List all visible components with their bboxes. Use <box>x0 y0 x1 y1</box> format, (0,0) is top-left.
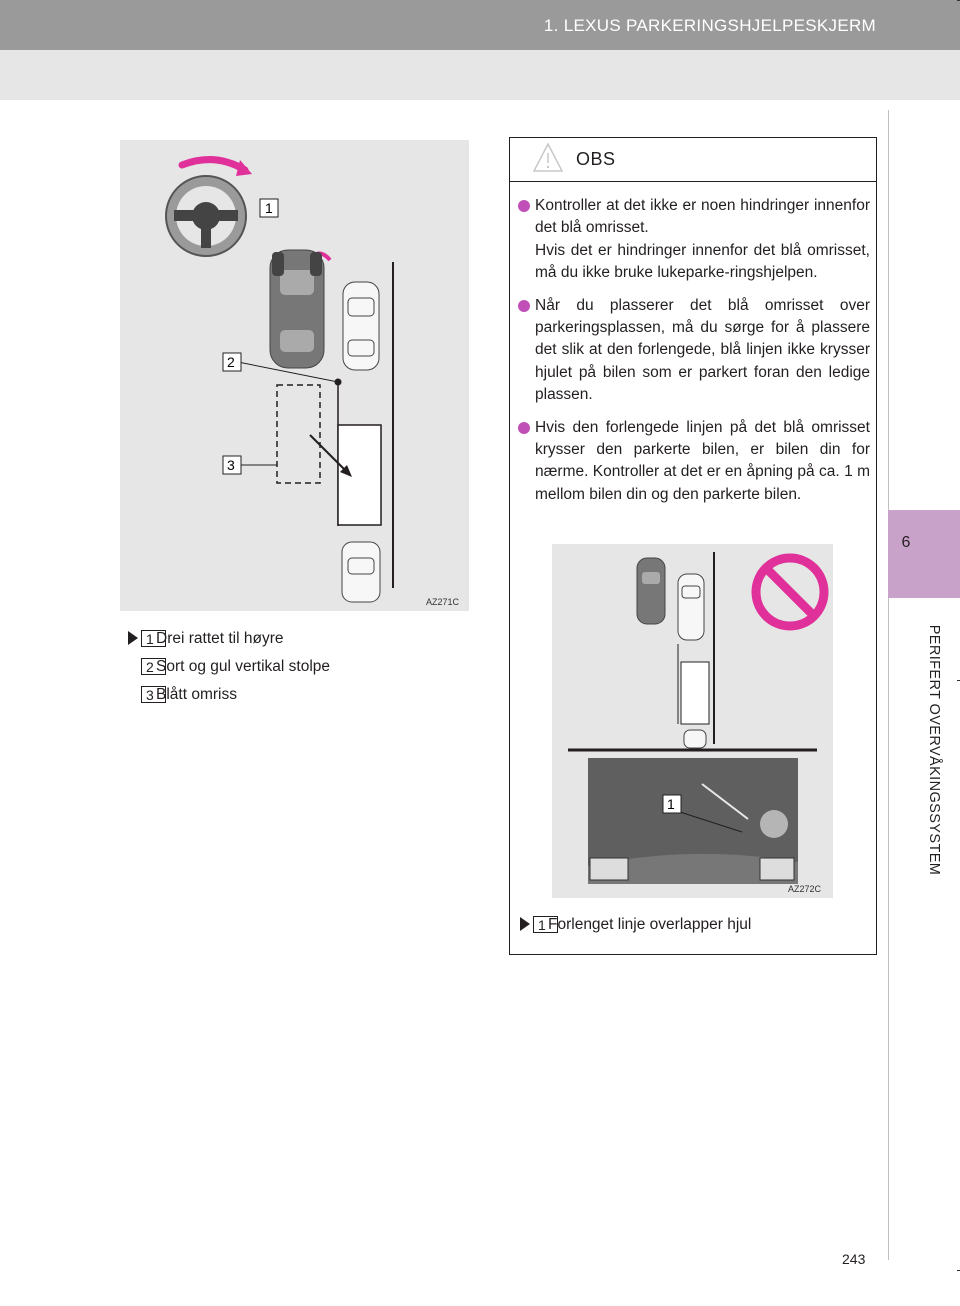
chapter-tab[interactable]: 6 <box>888 510 960 598</box>
obs-header: OBS <box>510 138 876 182</box>
bullet-dot-icon <box>518 200 530 212</box>
bullet-item: Hvis den forlengede linjen på det blå om… <box>518 417 870 507</box>
own-car-icon <box>270 250 324 368</box>
turn-arrow-icon <box>182 160 245 170</box>
bullet-text: Når du plasserer det blå omrisset over p… <box>535 295 870 407</box>
figure-parking-illustration: 1 2 <box>120 140 469 611</box>
bullet-item: Kontroller at det ikke er noen hindringe… <box>518 195 870 285</box>
callout-1-icon: 1 <box>260 199 278 217</box>
parked-car-icon <box>684 730 706 748</box>
figure-code: AZ272C <box>788 884 821 894</box>
callout-1-icon: 1 <box>663 795 681 813</box>
callout-3-icon: 3 <box>223 456 241 474</box>
figure2-caption: 1 Forlenget linje overlapper hjul <box>520 914 860 936</box>
bullet-text: Hvis den forlengede linjen på det blå om… <box>535 417 870 507</box>
parking-space <box>681 662 709 724</box>
callout-text: Blått omriss <box>156 686 237 704</box>
callout-text: Drei rattet til høyre <box>156 630 283 648</box>
arrow-head-icon <box>236 160 252 176</box>
arrow-right-icon <box>128 631 138 645</box>
prohibited-icon <box>756 558 824 626</box>
callout-number: 1 <box>667 796 675 812</box>
parking-space <box>338 425 381 525</box>
chapter-label: PERIFERT OVERVÅKINGSSYSTEM <box>926 625 942 876</box>
parked-car-icon <box>342 542 380 602</box>
margin-rule <box>888 110 889 1260</box>
warning-icon <box>532 142 564 174</box>
header-subband <box>0 50 960 100</box>
bullet-item: Når du plasserer det blå omrisset over p… <box>518 295 870 407</box>
callout-text: Sort og gul vertikal stolpe <box>156 658 330 676</box>
figure-wrong-placement: 1 AZ272C <box>552 544 833 898</box>
header-band: 1. LEXUS PARKERINGSHJELPESKJERM <box>0 0 960 50</box>
page-number: 243 <box>842 1251 865 1267</box>
screen-button-right <box>760 858 794 880</box>
bullet-dot-icon <box>518 422 530 434</box>
obs-notice-box: OBS Kontroller at det ikke er noen hindr… <box>509 137 877 955</box>
steering-wheel-icon <box>166 176 246 256</box>
obs-title: OBS <box>576 149 616 170</box>
screen-button-left <box>590 858 628 880</box>
dashed-outline <box>277 385 320 483</box>
section-title: 1. LEXUS PARKERINGSHJELPESKJERM <box>544 16 876 36</box>
callout-2-icon: 2 <box>223 353 241 371</box>
callout-number: 3 <box>227 457 235 473</box>
parked-car-icon <box>678 574 704 640</box>
own-car-icon <box>637 558 665 624</box>
wrong-placement-diagram: 1 <box>552 544 833 898</box>
obs-bullets: Kontroller at det ikke er noen hindringe… <box>518 195 870 516</box>
parked-car-icon <box>343 282 379 370</box>
bullet-dot-icon <box>518 300 530 312</box>
callout-text: Forlenget linje overlapper hjul <box>548 916 751 934</box>
bullet-text-continued: Hvis det er hindringer innenfor det blå … <box>535 240 870 285</box>
parking-diagram: 1 2 <box>120 140 469 611</box>
chapter-number: 6 <box>888 534 924 552</box>
figure-code: AZ271C <box>426 597 459 607</box>
callout-number: 2 <box>227 354 235 370</box>
bullet-text: Kontroller at det ikke er noen hindringe… <box>535 195 870 240</box>
callout-number: 1 <box>265 200 273 216</box>
arrow-right-icon <box>520 917 530 931</box>
